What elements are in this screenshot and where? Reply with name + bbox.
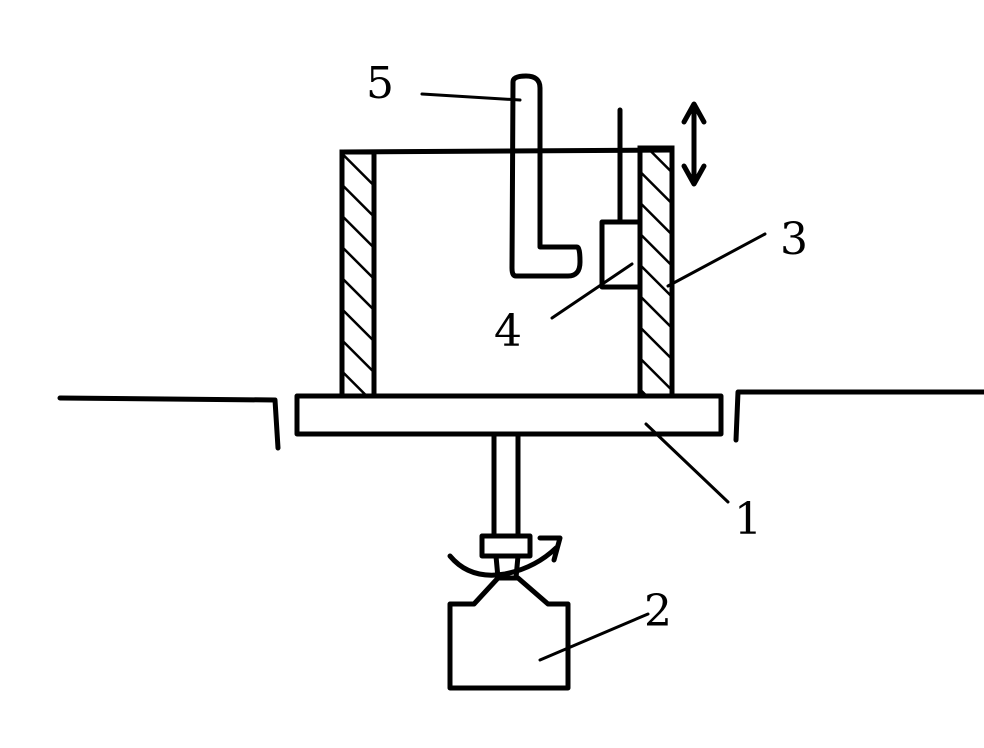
vessel [339, 145, 675, 399]
drive-shaft [479, 431, 533, 581]
double-arrow-vertical-icon [681, 101, 707, 187]
callout-label-3: 3 [780, 214, 808, 265]
turntable-plate [294, 393, 724, 437]
motor [447, 575, 571, 691]
callout-label-1: 1 [734, 494, 762, 545]
floor [57, 389, 984, 451]
nozzle-tube [509, 73, 583, 279]
probe [599, 107, 643, 290]
callout-label-5: 5 [366, 58, 394, 109]
callout-label-2: 2 [644, 586, 672, 637]
right-wall [637, 145, 675, 399]
leader-lines [420, 92, 767, 662]
rotation-arrow-icon [447, 535, 563, 578]
callout-label-4: 4 [494, 306, 522, 357]
left-wall [339, 149, 377, 399]
